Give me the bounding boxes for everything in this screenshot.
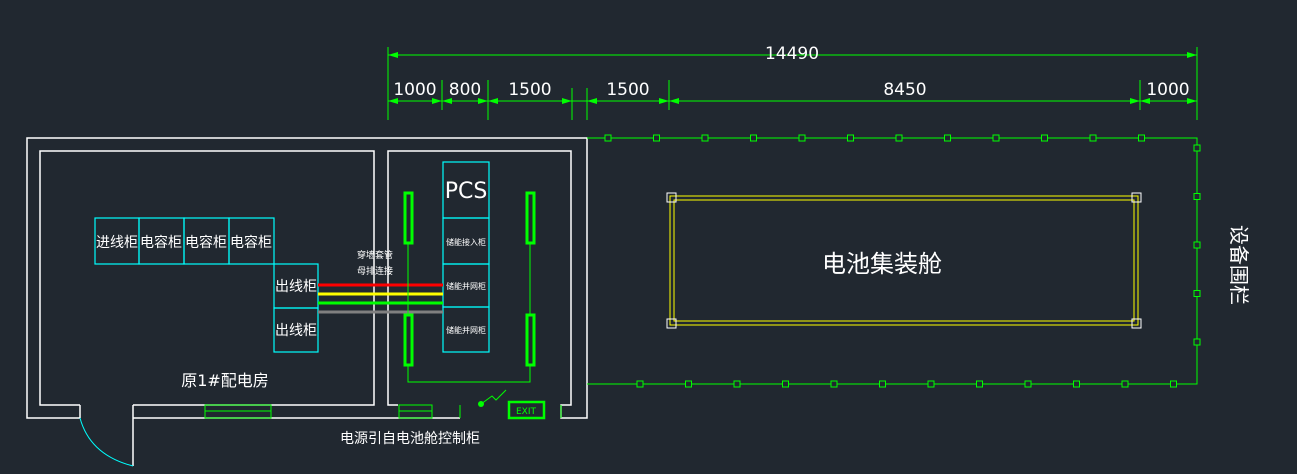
fence-post [944,134,951,142]
fence-post [1138,134,1145,142]
dimension-segment: 1000 [393,80,436,100]
dimension-segment: 8450 [883,80,926,100]
fence-post [798,134,806,142]
fence-label: 设备围栏 [1227,225,1251,305]
fence-post [750,134,757,142]
battery-container-label: 电池集装舱 [822,250,942,278]
fence-post [1170,380,1177,388]
emergency-light-icon [478,401,484,407]
bushing-note: 母排连接 [357,265,393,277]
cabinet-label: 电容柜 [230,234,272,251]
dimension-segment: 1500 [606,80,649,100]
room-label: 原1#配电房 [181,371,269,390]
dimension-segment: 1500 [508,80,551,100]
fence-post [976,380,983,388]
fence-post [604,134,612,142]
door [79,417,134,467]
dimension-total: 14490 [765,44,819,64]
fence-post [1121,380,1129,388]
fence-post [1024,380,1032,388]
busbars [318,283,443,314]
fence-post [653,134,660,142]
cabinet-label: 储能接入柜 [446,237,486,247]
dimension-segment: 1000 [1146,80,1189,100]
cabinet-label: 储能并网柜 [446,281,486,291]
pcs-label: PCS [445,179,488,204]
fence-posts [604,134,1201,388]
fence-post [895,134,903,142]
cabinet-label: 出线柜 [275,279,317,295]
fence-post [782,380,789,388]
fence-post [927,380,935,388]
fence-post [1193,338,1201,346]
cabinet-label: 储能并网柜 [446,325,486,335]
fence-post [685,380,692,388]
fence-post [733,380,741,388]
fence-post [1089,134,1097,142]
cabinet-label: 出线柜 [275,323,317,339]
container-corners [666,192,1142,329]
dimension-segment: 800 [449,80,481,100]
fence-post [1193,144,1201,152]
cabinet-label: 进线柜 [96,235,138,251]
power-source-note: 电源引自电池舱控制柜 [340,431,480,447]
fence-post [1073,380,1080,388]
dimension-arrows [388,52,1197,104]
fence-post [992,134,1000,142]
bushing-note: 穿墙套管 [357,249,393,261]
exit-sign-label: EXIT [516,407,537,417]
cabinet-label: 电容柜 [185,234,227,251]
windows [204,389,562,419]
fence-post [847,134,854,142]
light-fixtures [403,191,536,383]
dimension-lines [387,47,1198,120]
fence-post [1193,193,1201,200]
fence-post [1193,290,1201,297]
fence-post [1041,134,1048,142]
building-walls [26,137,588,466]
fence-post [701,134,709,142]
battery-container [669,195,1139,326]
fence-post [1193,241,1201,249]
cabinet-label: 电容柜 [140,234,182,251]
fence-post [636,380,644,388]
exit-sign [507,400,546,420]
fence-post [879,380,886,388]
equipment-fence [587,137,1198,385]
fence-post [830,380,838,388]
